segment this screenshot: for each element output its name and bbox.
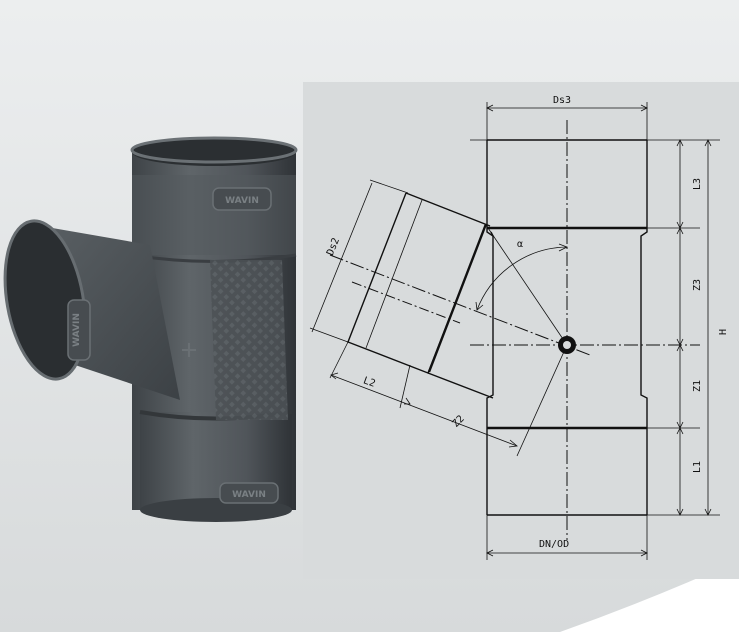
label-l3: L3 (692, 177, 704, 191)
drawing-lines (309, 102, 720, 560)
brand-mark: WAVIN (225, 196, 259, 206)
brand-mark: WAVIN (72, 313, 82, 347)
label-l1: L1 (692, 460, 704, 474)
branch-socket-opening (5, 220, 85, 380)
brand-mark: WAVIN (232, 490, 266, 500)
label-z1: Z1 (692, 379, 704, 393)
label-ds3: Ds3 (553, 95, 572, 106)
pipe-fitting-photo: WAVIN WAVIN WAVIN (3, 136, 298, 522)
label-h: H (718, 328, 730, 336)
technical-drawing: Ds3 DN/OD L3 Z3 H Z1 L1 Ds2 L2 Z2 α (303, 82, 739, 579)
label-z3: Z3 (692, 278, 704, 292)
label-alpha: α (517, 239, 524, 250)
label-dn-od: DN/OD (539, 539, 570, 550)
